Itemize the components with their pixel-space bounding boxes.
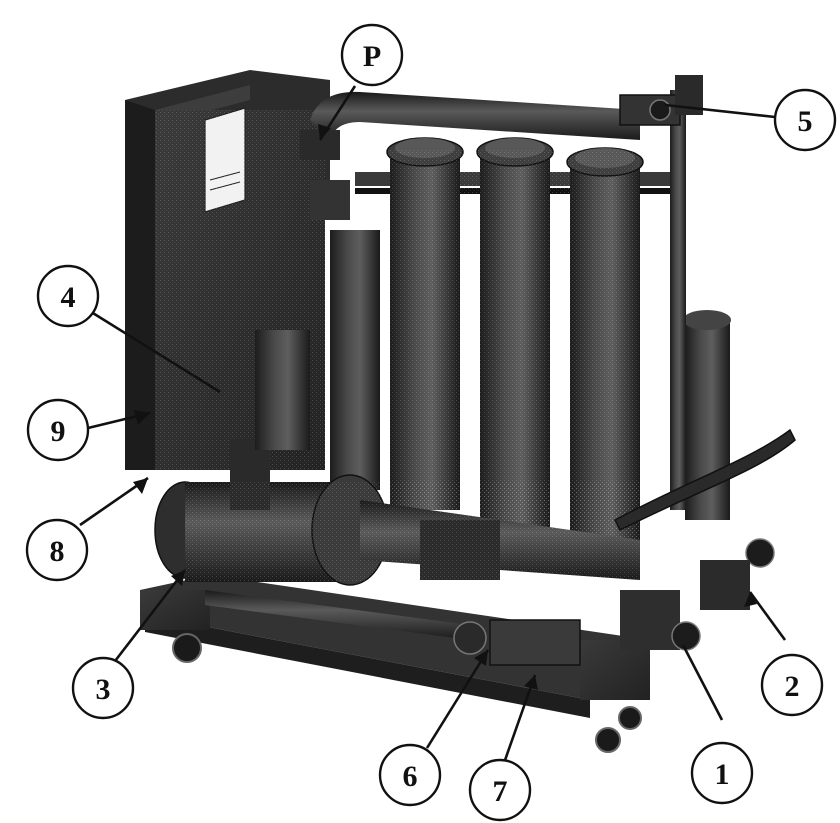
arrowhead [171, 570, 185, 586]
filter-housings [330, 137, 731, 540]
arrowhead [474, 650, 488, 666]
arrowhead [744, 592, 757, 607]
svg-text:2: 2 [785, 670, 800, 703]
control-cabinet [125, 70, 330, 470]
hose [614, 428, 796, 532]
leader-line-5 [664, 103, 776, 119]
svg-text:6: 6 [403, 760, 418, 793]
callout-2: 2 [760, 653, 824, 717]
callout-4: 4 [36, 264, 100, 328]
callout-5: 5 [773, 88, 837, 152]
callout-9: 9 [26, 398, 90, 462]
svg-text:7: 7 [493, 775, 508, 808]
callout-7: 7 [468, 758, 532, 822]
svg-text:1: 1 [715, 758, 730, 791]
svg-text:4: 4 [61, 281, 76, 314]
caster-wheel [595, 727, 621, 753]
right-pipe-and-valves [300, 75, 703, 510]
arrowhead [133, 478, 148, 494]
leader-line-2 [748, 591, 787, 641]
arrowhead [134, 410, 150, 425]
callout-1: 1 [690, 741, 754, 805]
svg-text:P: P [363, 40, 381, 73]
leader-line-1 [681, 644, 724, 721]
caster-wheel [618, 706, 642, 730]
leader-line-6 [425, 649, 490, 749]
arrowhead [524, 675, 538, 690]
leader-line-4 [87, 308, 221, 394]
base-frame [140, 575, 650, 753]
machine-illustration [125, 70, 796, 753]
callouts: P 5 4 9 8 3 6 7 [25, 23, 837, 822]
svg-text:8: 8 [50, 535, 65, 568]
callout-8: 8 [25, 518, 89, 582]
svg-text:5: 5 [798, 105, 813, 138]
motor-pump-assembly [154, 330, 645, 586]
leader-line-7 [502, 674, 537, 764]
callout-6: 6 [378, 743, 442, 807]
leader-lines [79, 85, 787, 764]
arrowhead [318, 124, 331, 140]
side-filter [330, 230, 731, 520]
callout-p: P [340, 23, 404, 87]
callout-3: 3 [71, 656, 135, 720]
caster-wheel [172, 633, 202, 663]
svg-text:3: 3 [96, 673, 111, 706]
svg-text:9: 9 [51, 415, 66, 448]
leader-line-3 [110, 569, 187, 666]
